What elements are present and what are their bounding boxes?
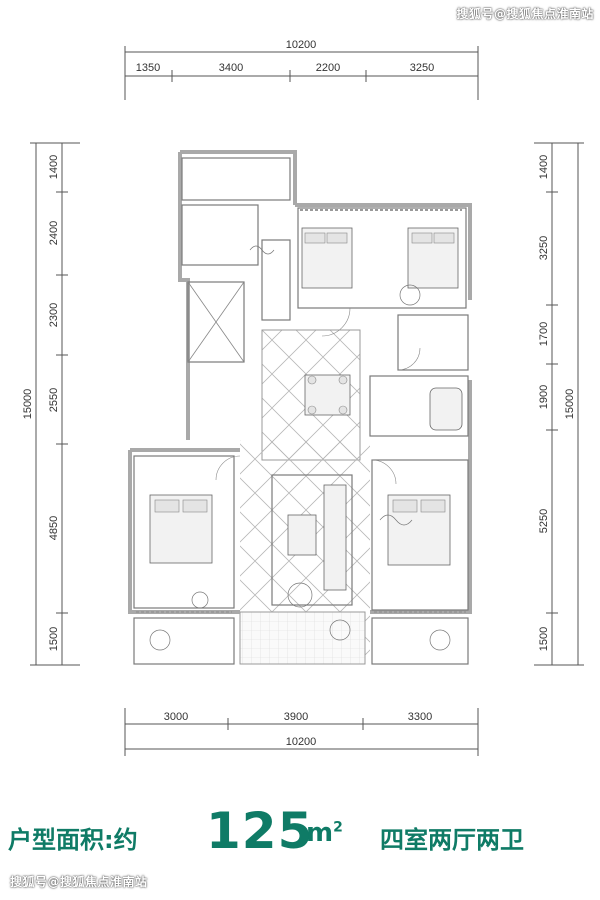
kitchen-outline xyxy=(181,157,291,201)
balcony-left xyxy=(133,617,235,665)
dim-left-seg-3: 2300 xyxy=(48,303,60,327)
dim-top-total: 10200 xyxy=(286,39,317,51)
dim-right-seg-5: 5250 xyxy=(538,509,550,533)
dimension-top xyxy=(124,46,479,100)
dimension-right xyxy=(534,142,584,666)
right-bedroom xyxy=(371,459,469,611)
dim-left-seg-6: 1500 xyxy=(48,627,60,651)
balcony-right xyxy=(371,617,469,665)
bath-tub-room xyxy=(369,375,469,437)
left-bedroom xyxy=(133,455,235,609)
dim-right-seg-4: 1900 xyxy=(538,385,550,409)
area-unit-sup: 2 xyxy=(333,819,343,836)
kitchen-counter xyxy=(181,204,259,266)
watermark-bottom: 搜狐号@搜狐焦点淮南站 xyxy=(10,875,148,889)
dim-bottom-seg-1: 3000 xyxy=(164,711,188,723)
watermark-top: 搜狐号@搜狐焦点淮南站 xyxy=(456,7,594,21)
room-layout: 四室两厅两卫 xyxy=(380,826,524,854)
dim-left-seg-2: 2400 xyxy=(48,221,60,245)
dim-right-seg-1: 1400 xyxy=(538,155,550,179)
dim-left-seg-4: 2550 xyxy=(48,388,60,412)
floor-plan-diagram: 10200 1350 3400 2200 3250 3000 3900 3300… xyxy=(22,39,584,756)
outer-wall-bedroom-top xyxy=(295,203,472,300)
dim-bottom-total: 10200 xyxy=(286,736,317,748)
area-label: 户型面积:约 xyxy=(8,826,138,854)
coffee-table xyxy=(287,514,317,556)
area-value: 125 xyxy=(206,802,314,860)
bathroom-right xyxy=(397,314,469,371)
outer-wall-top-left xyxy=(180,150,297,205)
dim-top-seg-3: 2200 xyxy=(316,62,340,74)
dim-right-total: 15000 xyxy=(564,389,576,420)
area-unit: m2 xyxy=(306,818,343,848)
dim-left-seg-5: 4850 xyxy=(48,516,60,540)
dim-bottom-seg-3: 3300 xyxy=(408,711,432,723)
outer-wall-left-upper xyxy=(178,152,190,440)
sofa xyxy=(323,484,347,591)
dim-top-seg-1: 1350 xyxy=(136,62,160,74)
dim-top-seg-2: 3400 xyxy=(219,62,243,74)
dimension-left xyxy=(30,142,80,666)
area-unit-base: m xyxy=(306,818,334,848)
plan-body xyxy=(128,150,472,665)
outer-wall-right-bedroom xyxy=(370,380,472,614)
dim-right-seg-2: 3250 xyxy=(538,236,550,260)
dim-bottom-seg-2: 3900 xyxy=(284,711,308,723)
utility-room xyxy=(187,281,245,363)
dim-left-seg-1: 1400 xyxy=(48,155,60,179)
stair-void xyxy=(261,239,291,321)
dim-right-seg-3: 1700 xyxy=(538,322,550,346)
dim-right-seg-6: 1500 xyxy=(538,627,550,651)
living-room xyxy=(271,474,353,606)
dim-left-total: 15000 xyxy=(22,389,34,420)
dimension-bottom xyxy=(124,708,479,756)
caption-bar: 户型面积:约 125 m2 四室两厅两卫 xyxy=(0,800,600,870)
master-bedroom xyxy=(297,207,467,309)
dim-top-seg-4: 3250 xyxy=(410,62,434,74)
bathtub xyxy=(429,387,463,431)
